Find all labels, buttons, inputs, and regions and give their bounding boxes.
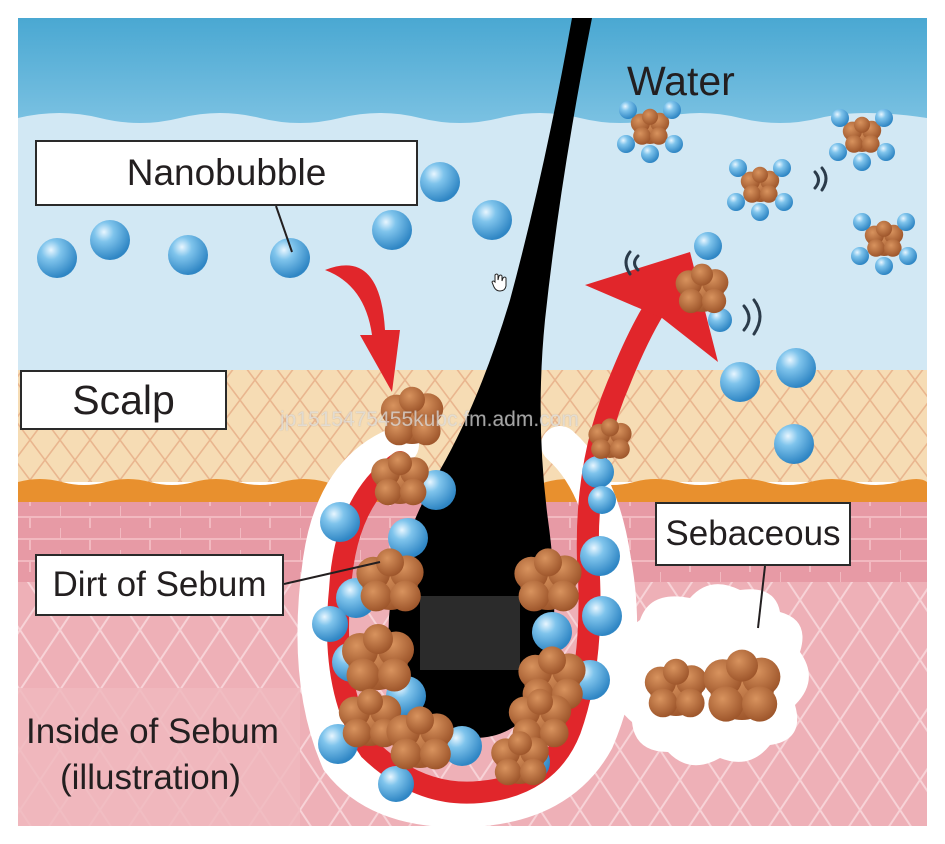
down-arrow-icon bbox=[325, 265, 400, 392]
dirt-particle-icon bbox=[644, 658, 708, 718]
nanobubble-icon bbox=[617, 135, 635, 153]
nanobubble-icon bbox=[372, 210, 412, 250]
nanobubble-icon bbox=[853, 213, 871, 231]
dirt-particle-icon bbox=[675, 263, 729, 314]
water-surface bbox=[18, 113, 927, 370]
nanobubble-icon bbox=[851, 247, 869, 265]
nanobubble-icon bbox=[751, 203, 769, 221]
water-layer bbox=[18, 18, 927, 130]
nanobubble-icon bbox=[665, 135, 683, 153]
nanobubble-icon bbox=[312, 606, 348, 642]
nanobubble-icon bbox=[420, 162, 460, 202]
nanobubble-icon bbox=[775, 193, 793, 211]
nanobubble-icon bbox=[831, 109, 849, 127]
nanobubble-icon bbox=[619, 101, 637, 119]
nanobubble-icon bbox=[897, 213, 915, 231]
inside-panel bbox=[18, 688, 300, 826]
leader-lines bbox=[275, 205, 766, 629]
dirt-bubble-clusters bbox=[617, 101, 917, 275]
nanobubble-icon bbox=[774, 424, 814, 464]
nanobubble-icon bbox=[776, 348, 816, 388]
nanobubble-icon bbox=[899, 247, 917, 265]
nanobubble-icon bbox=[853, 153, 871, 171]
dirt-particle-icon bbox=[380, 386, 444, 446]
nanobubble-icon bbox=[773, 159, 791, 177]
hand-cursor-icon bbox=[491, 273, 507, 292]
nanobubble-icon bbox=[472, 200, 512, 240]
nanobubble-icon bbox=[708, 308, 732, 332]
dirt-particle-icon bbox=[371, 451, 429, 506]
nanobubble-icon bbox=[877, 143, 895, 161]
nanobubble-icon bbox=[875, 257, 893, 275]
nanobubble-icon bbox=[37, 238, 77, 278]
nanobubble-icon bbox=[270, 238, 310, 278]
dirt-particle-icon bbox=[703, 649, 781, 722]
dirt-particle-icon bbox=[386, 706, 454, 770]
nanobubble-icon bbox=[320, 502, 360, 542]
nanobubble-icon bbox=[532, 612, 572, 652]
nanobubble-icon bbox=[582, 596, 622, 636]
nanobubble-icon bbox=[588, 486, 616, 514]
nanobubble-icon bbox=[388, 518, 428, 558]
nanobubble-icon bbox=[641, 145, 659, 163]
nanobubble-icon bbox=[829, 143, 847, 161]
dirt-group bbox=[338, 263, 781, 786]
dirt-particle-icon bbox=[342, 624, 414, 692]
dirt-particle-icon bbox=[491, 731, 549, 786]
nanobubble-icon bbox=[720, 362, 760, 402]
dirt-particle-icon bbox=[356, 548, 424, 612]
dirt-particle-icon bbox=[864, 220, 904, 257]
nanobubble-icon bbox=[727, 193, 745, 211]
nanobubble-icon bbox=[729, 159, 747, 177]
nanobubble-icon bbox=[580, 536, 620, 576]
nanobubble-icon bbox=[168, 235, 208, 275]
nanobubble-icon bbox=[694, 232, 722, 260]
nanobubble-icon bbox=[90, 220, 130, 260]
nanobubble-icon bbox=[378, 766, 414, 802]
nanobubble-icon bbox=[663, 101, 681, 119]
dirt-particle-icon bbox=[514, 548, 582, 612]
dirt-particle-icon bbox=[630, 108, 670, 145]
dirt-particle-icon bbox=[588, 418, 632, 459]
censor-block bbox=[420, 596, 520, 670]
nanobubble-icon bbox=[875, 109, 893, 127]
vibration-wave-icon bbox=[624, 166, 828, 336]
nanobubble-icon bbox=[582, 456, 614, 488]
dirt-particle-icon bbox=[842, 116, 882, 153]
dirt-particle-icon bbox=[740, 166, 780, 203]
